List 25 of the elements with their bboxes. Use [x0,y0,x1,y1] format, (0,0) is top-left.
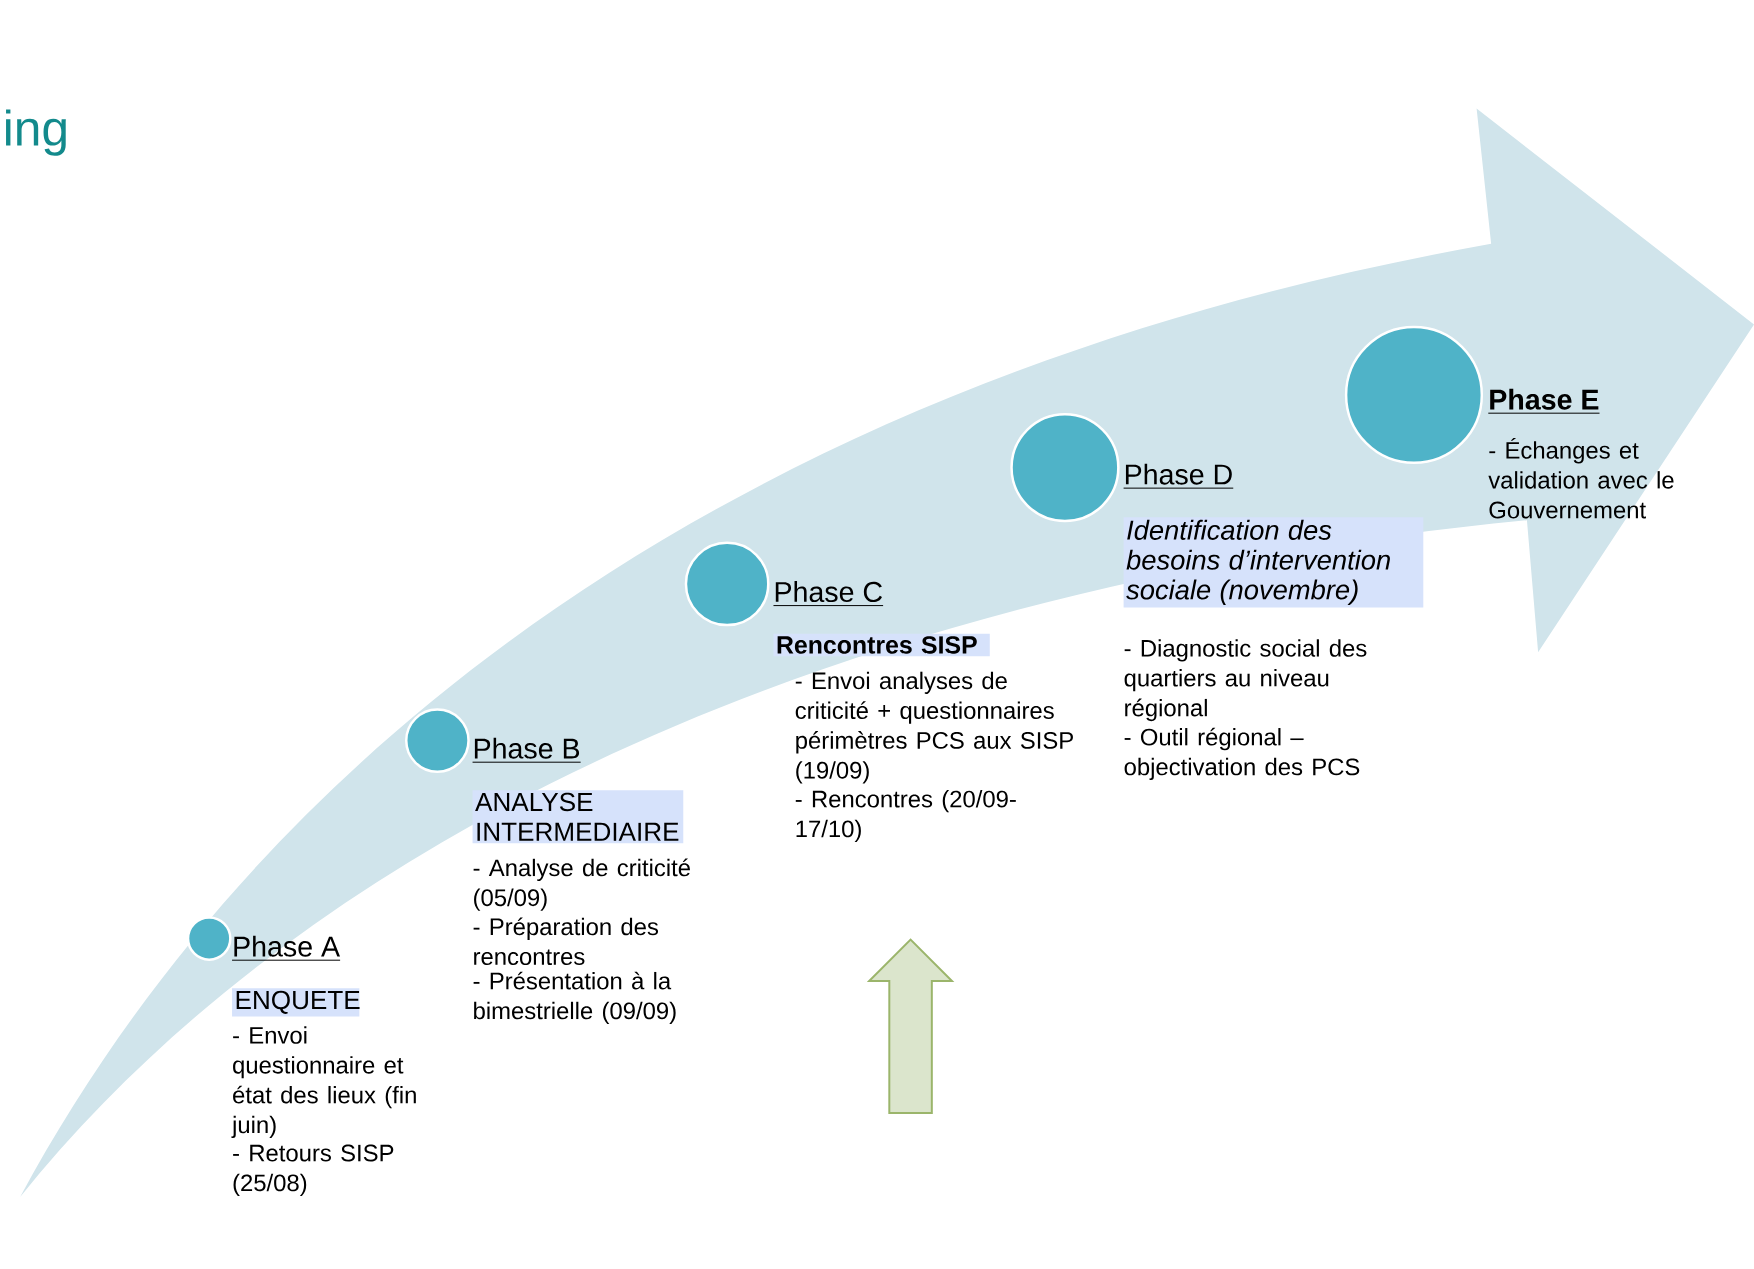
bullet-text: - Analyse de criticité (05/09) [473,858,690,912]
bullet-text: - Retours SISP (25/08) [233,1144,394,1197]
phase-circle [186,916,232,962]
highlighted-subtitle: Rencontres SISP [773,633,990,657]
highlighted-subtitle: Identification des besoins d’intervention sociale (novembre) [1123,517,1424,608]
bullet-text: - Échanges et validation avec le Gouvernement [1488,438,1674,519]
highlighted-subtitle: ENQUETE [232,988,360,1017]
title-text: ing [6,109,66,156]
phase-circle [1010,413,1120,523]
bullet-text: - Envoi analyses de criticité + questionnaires périmètres PCS aux SISP (19/09) [795,671,1073,784]
bullet-text: - Présentation à la bimestrielle (09/09) [473,971,676,1025]
phase-circle [684,541,770,627]
bullet-text: - Diagnostic social des quartiers au niveau régional [1124,639,1367,722]
phase-circle [1344,326,1484,465]
bullet-text: - Rencontres (20/09-17/10) [795,790,1016,843]
bullet-text: - Envoi questionnaire et état des lieux (fin juin) [231,1026,416,1139]
phase-circle [405,708,470,774]
highlighted-subtitle: ANALYSE INTERMEDIAIRE [472,790,684,844]
bullet-text: - Outil régional – objectivation des PCS [1124,727,1360,781]
phase-heading: Phase B [472,737,582,763]
phase-heading: Phase A [231,935,341,961]
phase-heading: Phase E [1487,388,1600,414]
phase-heading: Phase D [1123,463,1234,489]
bullet-text: - Préparation des rencontres [473,917,659,966]
phase-heading: Phase C [772,581,884,607]
